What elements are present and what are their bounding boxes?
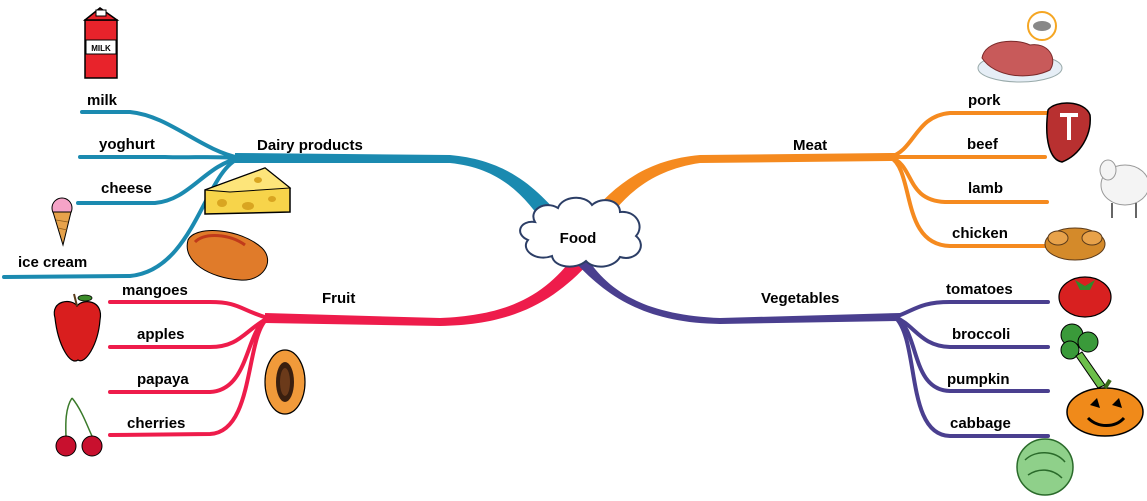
beef-icon [1046, 102, 1091, 163]
dairy-item-milk: milk [87, 92, 118, 109]
meat-main-branch [585, 153, 895, 232]
veg-item-cabbage: cabbage [950, 415, 1011, 432]
cherries-branch-line [108, 316, 270, 437]
veg-item-pumpkin: pumpkin [947, 371, 1010, 388]
tomato-icon [1058, 276, 1112, 318]
mangoes-branch-line [108, 300, 270, 320]
pumpkin-icon [1066, 378, 1144, 437]
lamb-icon [1099, 159, 1147, 218]
veg-item-broccoli: broccoli [952, 326, 1010, 343]
food-center-label: Food [560, 230, 597, 247]
vegetables-main-branch [575, 255, 900, 324]
cabbage-branch-line [893, 315, 1050, 438]
milk-branch-line [80, 110, 242, 160]
meat-item-pork: pork [968, 92, 1001, 109]
dairy-item-cheese: cheese [101, 180, 152, 197]
veg-item-tomatoes: tomatoes [946, 281, 1013, 298]
milk-carton-text: MILK [91, 44, 111, 53]
fruit-label: Fruit [322, 290, 355, 307]
meat-item-beef: beef [967, 136, 999, 153]
meat-item-lamb: lamb [968, 180, 1003, 197]
meat-label: Meat [793, 137, 827, 154]
cheese-icon [204, 167, 292, 215]
dairy-main-branch [235, 153, 565, 230]
papaya-icon [264, 349, 306, 415]
dairy-label: Dairy products [257, 137, 363, 154]
fruit-item-apples: apples [137, 326, 185, 343]
ice-cream-icon [51, 197, 73, 247]
chicken-icon [1044, 227, 1106, 261]
fruit-main-branch [265, 255, 590, 326]
milk-carton-icon: MILK [82, 7, 120, 79]
mango-icon [186, 230, 268, 281]
vegetables-label: Vegetables [761, 290, 839, 307]
cheese-branch-line [76, 156, 242, 205]
pork-icon [977, 11, 1063, 83]
food-center-node: Food [519, 196, 642, 268]
icecream-branch-line [2, 156, 242, 279]
broccoli-icon [1060, 323, 1106, 389]
fruit-item-mangoes: mangoes [122, 282, 188, 299]
papaya-branch-line [108, 316, 270, 394]
chicken-branch-line [888, 155, 1047, 248]
dairy-item-yoghurt: yoghurt [99, 136, 155, 153]
cabbage-icon [1016, 438, 1074, 496]
fruit-item-papaya: papaya [137, 371, 189, 388]
apple-icon [53, 293, 102, 362]
yoghurt-branch-line [78, 155, 242, 160]
cherries-icon [55, 397, 103, 457]
fruit-item-cherries: cherries [127, 415, 185, 432]
tomatoes-branch-line [893, 300, 1050, 319]
apples-branch-line [108, 316, 270, 349]
pork-branch-line [888, 111, 1050, 159]
pumpkin-branch-line [893, 315, 1050, 393]
meat-item-chicken: chicken [952, 225, 1008, 242]
dairy-item-icecream: ice cream [18, 254, 87, 271]
